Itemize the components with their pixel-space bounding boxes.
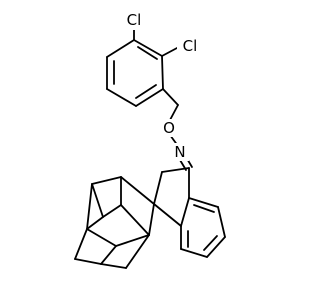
- bond: [102, 204, 122, 218]
- bond: [153, 171, 163, 205]
- bond: [161, 167, 190, 173]
- atom-label-background: [177, 38, 203, 56]
- bond: [100, 263, 127, 269]
- bond: [86, 216, 104, 230]
- bond: [169, 104, 179, 121]
- atom-label-background: [160, 119, 178, 137]
- bond: [135, 88, 164, 107]
- bond: [188, 197, 219, 208]
- bond: [148, 203, 155, 236]
- bond: [193, 204, 215, 213]
- bond: [133, 39, 163, 57]
- atom-labels: Cl Cl O N: [121, 11, 203, 161]
- chlorine-atom-label-right: Cl: [183, 37, 198, 55]
- bond: [153, 203, 182, 227]
- atom-label-background: [121, 12, 147, 30]
- atom-label-background: [171, 143, 189, 161]
- bond: [74, 258, 102, 265]
- bond: [125, 234, 150, 269]
- bond: [74, 228, 88, 260]
- bond: [91, 176, 122, 185]
- bond: [120, 176, 155, 205]
- nitrogen-atom-label: N: [174, 143, 185, 161]
- bond: [180, 248, 208, 258]
- oxygen-atom-label: O: [163, 119, 175, 137]
- bond: [180, 197, 190, 227]
- bond: [217, 206, 226, 238]
- chemical-structure-diagram: Cl Cl O N: [74, 11, 226, 269]
- bond: [135, 84, 157, 99]
- bond: [115, 234, 150, 247]
- bond: [161, 55, 164, 90]
- bond: [203, 235, 218, 251]
- bond: [91, 183, 104, 218]
- bond: [86, 183, 93, 230]
- bonds: [74, 24, 226, 269]
- bond: [206, 236, 226, 258]
- bond: [86, 228, 117, 247]
- bond: [120, 204, 150, 236]
- bond: [106, 39, 135, 58]
- bond: [137, 46, 158, 60]
- bond: [100, 245, 117, 265]
- bond: [106, 88, 137, 107]
- bond: [162, 88, 179, 106]
- bond: [161, 47, 178, 57]
- chlorine-atom-label-top: Cl: [127, 11, 142, 29]
